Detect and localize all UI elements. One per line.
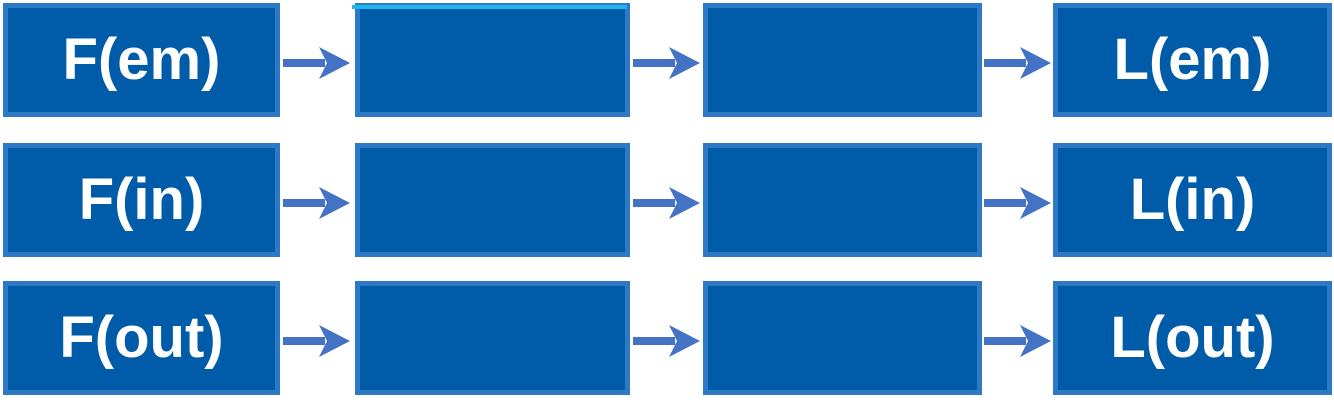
arrow-right-icon xyxy=(283,322,351,360)
diagram-row-em: F(em) L(em) xyxy=(0,3,1334,117)
box-stage1-em xyxy=(352,3,630,117)
diagram-row-out: F(out) L(out) xyxy=(0,281,1334,395)
box-stage1-in xyxy=(355,143,630,257)
arrow-right-icon xyxy=(984,44,1052,82)
arrow-right-icon xyxy=(984,184,1052,222)
arrow-right-icon xyxy=(633,44,701,82)
box-l-out: L(out) xyxy=(1053,281,1332,395)
box-stage2-out xyxy=(703,281,982,395)
box-label: L(in) xyxy=(1129,167,1256,232)
box-stage1-out xyxy=(355,281,630,395)
box-label: F(in) xyxy=(78,167,205,232)
box-label: L(out) xyxy=(1110,305,1275,370)
box-f-out: F(out) xyxy=(3,281,280,395)
box-f-in: F(in) xyxy=(3,143,280,257)
box-label: F(em) xyxy=(62,27,221,92)
arrow-right-icon xyxy=(283,184,351,222)
box-stage2-em xyxy=(703,3,982,117)
arrow-right-icon xyxy=(633,322,701,360)
box-label: L(em) xyxy=(1113,27,1272,92)
box-l-in: L(in) xyxy=(1053,143,1332,257)
box-f-em: F(em) xyxy=(3,3,280,117)
box-label: F(out) xyxy=(59,305,224,370)
highlight-strip xyxy=(352,5,627,9)
box-l-em: L(em) xyxy=(1053,3,1332,117)
arrow-right-icon xyxy=(633,184,701,222)
arrow-right-icon xyxy=(984,322,1052,360)
diagram-row-in: F(in) L(in) xyxy=(0,143,1334,257)
arrow-right-icon xyxy=(283,44,351,82)
box-stage2-in xyxy=(703,143,982,257)
